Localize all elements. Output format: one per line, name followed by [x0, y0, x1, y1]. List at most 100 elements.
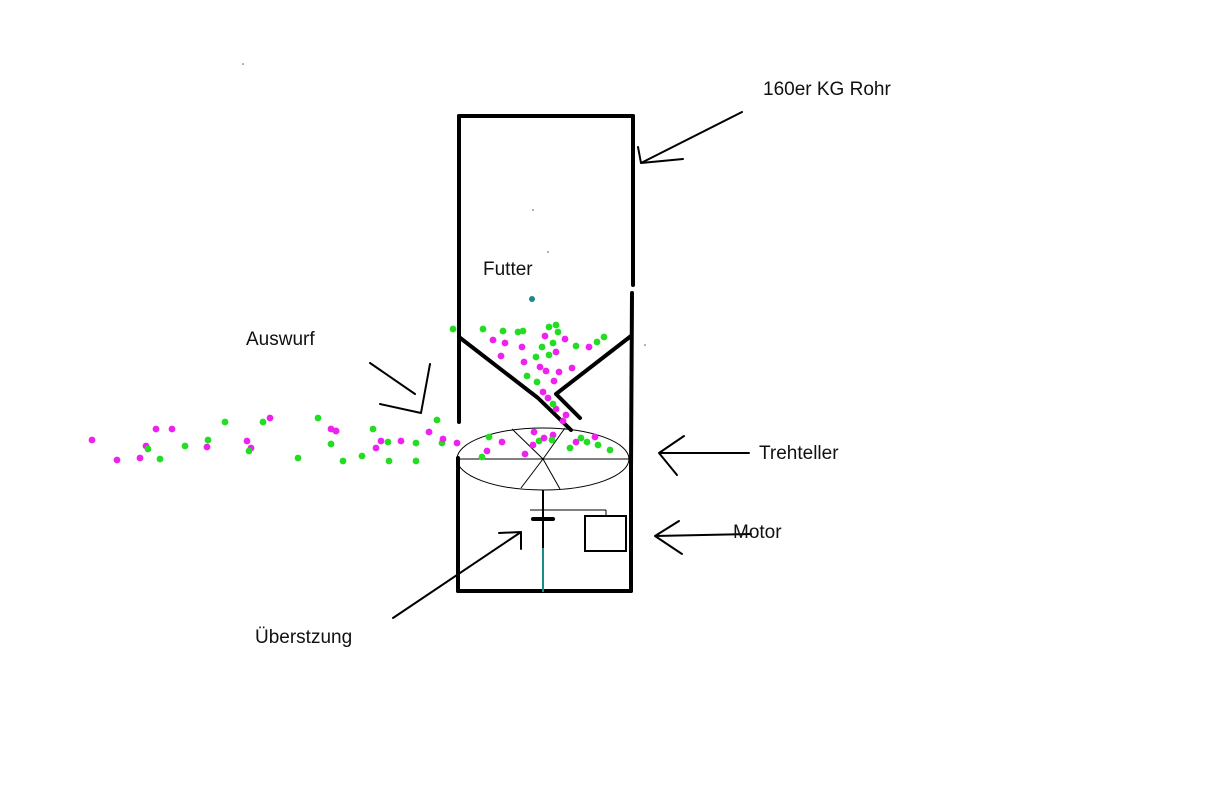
- feed-pellet: [523, 372, 531, 380]
- motor-arrow-icon: [654, 520, 752, 555]
- feed-pellet: [554, 328, 562, 336]
- feed-pellet: [545, 351, 553, 359]
- feed-pellet: [479, 325, 487, 333]
- speck: [242, 63, 244, 65]
- feed-pellet: [498, 438, 506, 446]
- feed-pellet: [221, 418, 229, 426]
- feed-pellet: [540, 434, 548, 442]
- feed-pellet: [113, 456, 121, 464]
- feed-pellet: [385, 457, 393, 465]
- funnel: [457, 334, 633, 432]
- feed-pellet: [593, 338, 601, 346]
- feed-pellet: [425, 428, 433, 436]
- speck: [532, 209, 534, 211]
- feed-pellet: [245, 447, 253, 455]
- feed-pellet: [485, 433, 493, 441]
- feed-pellet: [314, 414, 322, 422]
- pipe-arrow-icon: [637, 111, 743, 164]
- feed-pellet: [606, 446, 614, 454]
- feed-pellet: [327, 440, 335, 448]
- feed-pellet: [539, 388, 547, 396]
- feed-pellet: [88, 436, 96, 444]
- feed-pellet: [561, 335, 569, 343]
- feed-pellet: [489, 336, 497, 344]
- feed-pellet: [535, 437, 543, 445]
- feed-pellet: [585, 343, 593, 351]
- speck: [547, 251, 549, 253]
- feed-pellet: [152, 425, 160, 433]
- feed-pellet: [358, 452, 366, 460]
- feed-pellet: [439, 435, 447, 443]
- feed-pellet: [591, 433, 599, 441]
- spreader-arrow-icon: [658, 435, 750, 476]
- feed-pellet: [412, 457, 420, 465]
- feed-pellet: [136, 454, 144, 462]
- feed-pellet: [412, 439, 420, 447]
- feed-pellet: [369, 425, 377, 433]
- feed-pellet: [397, 437, 405, 445]
- feed-pellet: [294, 454, 302, 462]
- gearing-arrow-icon: [392, 531, 522, 619]
- feed-pellet: [545, 323, 553, 331]
- pipe-label: 160er KG Rohr: [763, 79, 891, 100]
- feed-pellet: [433, 416, 441, 424]
- feed-pellet: [577, 434, 585, 442]
- feed-pellet: [499, 327, 507, 335]
- feed-pellet: [181, 442, 189, 450]
- feed-pellet: [518, 343, 526, 351]
- feed-pellet: [339, 457, 347, 465]
- feed-pellet: [520, 358, 528, 366]
- feed-pellet: [594, 441, 602, 449]
- feed-pellet: [583, 438, 591, 446]
- funnel-right-slope: [554, 334, 633, 420]
- feed-pellet: [536, 363, 544, 371]
- feed-pellet: [572, 438, 580, 446]
- funnel-left-slope: [457, 335, 573, 432]
- feed-pellet: [555, 368, 563, 376]
- feed-pellet: [156, 455, 164, 463]
- feed-pellet: [529, 441, 537, 449]
- motor-label: Motor: [733, 522, 782, 543]
- feed-pellet: [552, 321, 560, 329]
- feed-label: Futter: [483, 259, 533, 280]
- spreader-label: Trehteller: [759, 443, 839, 464]
- feed-pellet: [548, 436, 556, 444]
- spreader-vane: [511, 428, 544, 460]
- feed-pellet: [521, 450, 529, 458]
- feed-pellet: [483, 447, 491, 455]
- feed-pellet: [497, 352, 505, 360]
- pipe-body: [456, 114, 635, 593]
- feed-pellet: [538, 343, 546, 351]
- feed-pellet: [532, 353, 540, 361]
- feed-pellet: [168, 425, 176, 433]
- gearing-label: Überstzung: [255, 627, 352, 648]
- speck: [529, 296, 535, 302]
- feed-pellet: [204, 436, 212, 444]
- feed-pellet: [600, 333, 608, 341]
- feed-pellet: [203, 443, 211, 451]
- feed-pellet: [549, 339, 557, 347]
- feed-pellet: [478, 453, 486, 461]
- spreader-vane: [542, 458, 561, 490]
- feed-pellet: [568, 364, 576, 372]
- feed-pellet: [549, 400, 557, 408]
- feed-pellet: [544, 394, 552, 402]
- feed-pellet: [542, 367, 550, 375]
- spreader-vane: [520, 458, 544, 489]
- feed-pellet: [259, 418, 267, 426]
- arrows: [369, 111, 752, 619]
- feed-pellet: [384, 438, 392, 446]
- feed-pellet: [372, 444, 380, 452]
- feed-pellet: [550, 377, 558, 385]
- feed-pellet: [562, 411, 570, 419]
- feed-pellet: [377, 437, 385, 445]
- spreader-vane: [542, 427, 566, 460]
- feed-pellet: [453, 439, 461, 447]
- feed-pellet: [519, 327, 527, 335]
- specks: [242, 63, 646, 346]
- feed-pellet: [501, 339, 509, 347]
- feed-pellet: [530, 428, 538, 436]
- motor-box: [584, 515, 627, 552]
- feed-pellet: [552, 348, 560, 356]
- pipe-right-wall-lower: [629, 291, 634, 470]
